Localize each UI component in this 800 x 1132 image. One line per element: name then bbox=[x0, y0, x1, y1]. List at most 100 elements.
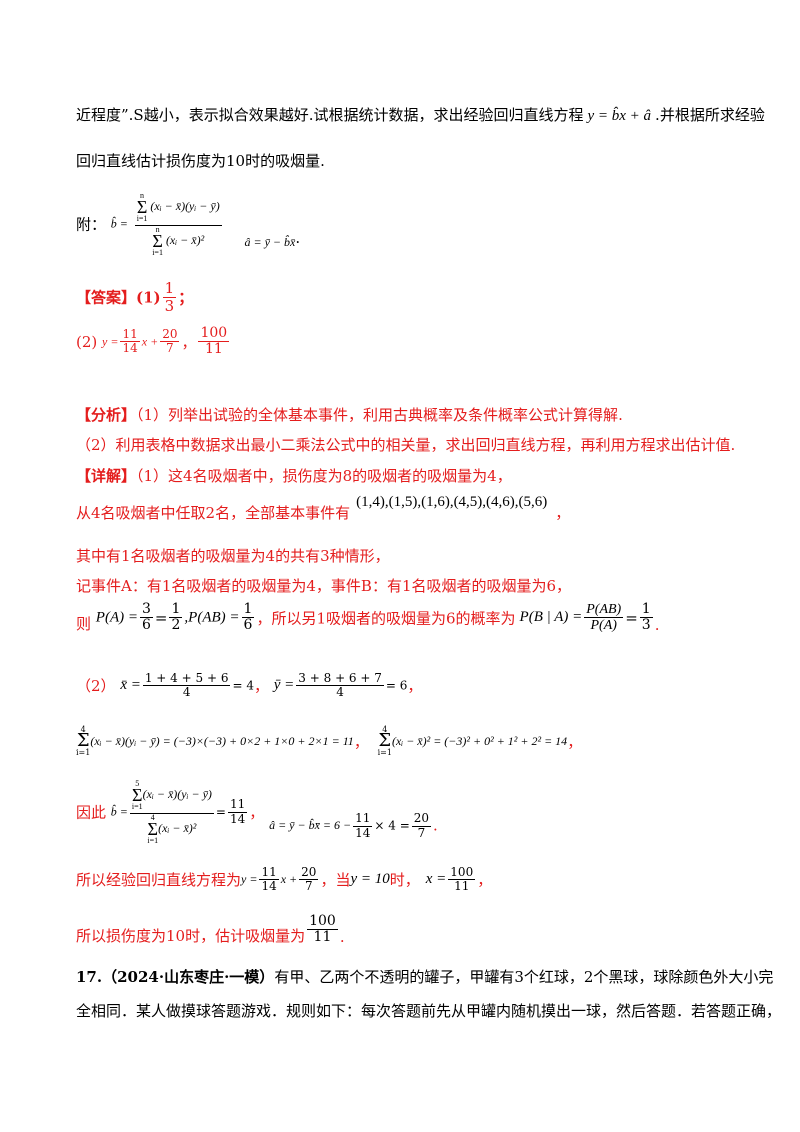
sum-squares: (xᵢ − x̄)² = (−3)² + 0² + 1² + 2² = 14 bbox=[391, 733, 568, 748]
detail-label: 【详解】 bbox=[76, 467, 137, 485]
text-segment: 因此 bbox=[76, 803, 107, 822]
y-bar-lhs: ȳ = bbox=[273, 677, 295, 694]
y-equals-10: y = 10 bbox=[350, 871, 390, 888]
text-segment: x + bbox=[141, 334, 159, 349]
text-segment: （2）利用表格中数据求出最小二乘法公式中的相关量，求出回归直线方程，再利用方程求… bbox=[76, 436, 736, 454]
regression-equation: y = b̂x + â bbox=[587, 108, 652, 124]
equation-lhs: y = bbox=[102, 334, 119, 349]
text-segment: x + bbox=[280, 872, 298, 887]
numerator: 1 bbox=[639, 601, 653, 619]
analysis-line-1: 【分析】（1）列举出试验的全体基本事件，利用古典概率及条件概率公式计算得解. bbox=[76, 404, 623, 426]
text-segment: 则 bbox=[76, 614, 92, 633]
text-segment: = bbox=[154, 608, 168, 627]
denominator: 11 bbox=[454, 879, 470, 894]
numerator: 1 bbox=[169, 601, 183, 619]
analysis-label: 【分析】 bbox=[76, 406, 137, 424]
numerator: 11 bbox=[120, 327, 140, 343]
detail-line-3: 其中有1名吸烟者的吸烟量为4的共有3种情形， bbox=[76, 545, 390, 567]
text-segment: . bbox=[295, 229, 301, 248]
text-segment: . bbox=[339, 927, 345, 946]
text-segment: ， bbox=[353, 732, 369, 751]
numerator: 100 bbox=[198, 325, 230, 343]
fraction: P(AB)P(A) bbox=[584, 602, 624, 634]
analysis-line-2: （2）利用表格中数据求出最小二乘法公式中的相关量，求出回归直线方程，再利用方程求… bbox=[76, 434, 735, 456]
sum-upper: 5 bbox=[135, 779, 140, 788]
numerator: 11 bbox=[259, 865, 279, 881]
numerator: 3 + 8 + 6 + 7 bbox=[296, 671, 384, 687]
detail-line-1: 【详解】（1）这4名吸烟者中，损伤度为8的吸烟者的吸烟量为4， bbox=[76, 465, 512, 487]
text-segment: ， bbox=[477, 871, 493, 890]
text-segment: = 4 bbox=[232, 678, 254, 693]
sum-lower: i=1 bbox=[76, 748, 91, 758]
numerator: 3 bbox=[139, 601, 153, 619]
text-segment: .并根据所求经验 bbox=[655, 106, 765, 124]
detail-line-4: 记事件A：有1名吸烟者的吸烟量为4，事件B：有1名吸烟者的吸烟量为6， bbox=[76, 575, 571, 597]
denominator: (xᵢ − x̄)² bbox=[158, 820, 197, 835]
numerator: 20 bbox=[160, 327, 180, 343]
denominator: 2 bbox=[171, 617, 181, 634]
question-number: 17. bbox=[76, 968, 103, 986]
x-bar-lhs: x̄ = bbox=[120, 677, 141, 694]
text-segment: ； bbox=[178, 288, 194, 307]
text-segment: 其中有1名吸烟者的吸烟量为4的共有3种情形， bbox=[76, 547, 390, 565]
problem-text-line-2: 回归直线估计损伤度为10时的吸烟量. bbox=[76, 150, 325, 172]
text-segment: × 4 = bbox=[374, 819, 410, 834]
sum-lower: i=1 bbox=[152, 247, 163, 257]
denominator: 14 bbox=[261, 879, 277, 894]
text-segment: . bbox=[654, 615, 660, 634]
sum-upper: n bbox=[140, 191, 145, 200]
numerator: 1 + 4 + 5 + 6 bbox=[142, 671, 231, 687]
denominator: 4 bbox=[182, 685, 191, 700]
text-segment: ， bbox=[249, 803, 265, 822]
text-segment: 回归直线估计损伤度为10时的吸烟量. bbox=[76, 152, 325, 170]
text-segment: ， bbox=[181, 333, 197, 352]
text-segment: （1）这4名吸烟者中，损伤度为8的吸烟者的吸烟量为4， bbox=[136, 467, 512, 485]
denominator: 14 bbox=[355, 825, 371, 840]
denominator: 7 bbox=[166, 341, 174, 356]
numerator: 11 bbox=[353, 811, 373, 827]
text-segment: 从4名吸烟者中任取2名，全部基本事件有 bbox=[76, 504, 351, 522]
numerator: 1 bbox=[241, 601, 255, 619]
numerator: 100 bbox=[448, 865, 476, 881]
p-a-lhs: P(A) = bbox=[95, 609, 138, 626]
question-source: （2024·山东枣庄·一模） bbox=[102, 968, 275, 986]
denominator: 7 bbox=[417, 825, 426, 840]
denominator: 14 bbox=[229, 811, 246, 826]
numerator: 11 bbox=[227, 797, 248, 813]
denominator: 6 bbox=[141, 617, 151, 634]
p-b-given-a-lhs: P(B | A) = bbox=[519, 609, 583, 626]
sum-lower: i=1 bbox=[147, 835, 159, 845]
answer-label: 【答案】(1) bbox=[76, 288, 161, 307]
denominator: 14 bbox=[122, 341, 138, 356]
text-segment: 全相同．某人做摸球答题游戏．规则如下：每次答题前先从甲罐内随机摸出一球，然后答题… bbox=[76, 1002, 782, 1020]
b-hat-numerator: (xᵢ − x̄)(yᵢ − ȳ) bbox=[150, 199, 220, 214]
answer-label: (2) bbox=[76, 332, 98, 351]
text-segment: 记事件A：有1名吸烟者的吸烟量为4，事件B：有1名吸烟者的吸烟量为6， bbox=[76, 577, 572, 595]
appendix-label: 附： bbox=[76, 215, 107, 234]
numerator: P(AB) bbox=[584, 602, 624, 619]
b-hat-lhs: b̂ = bbox=[110, 216, 128, 231]
numerator: (xᵢ − x̄)(yᵢ − ȳ) bbox=[142, 787, 212, 802]
